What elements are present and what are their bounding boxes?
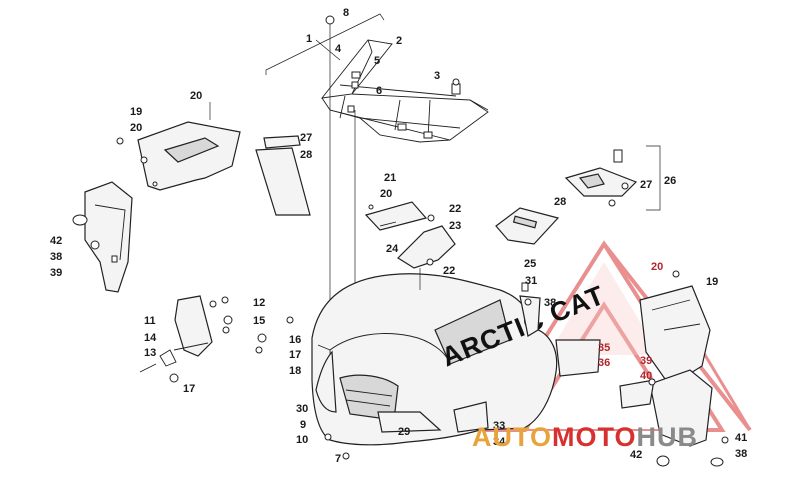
left-upper-side-panel: [116, 102, 241, 191]
callout-8: 8: [343, 7, 349, 19]
callout-14: 14: [144, 332, 157, 344]
decal-25: [495, 207, 560, 245]
callout-37: 31: [525, 275, 537, 287]
front-fender-body: ARCTIC CAT: [311, 268, 609, 460]
decal-33-34: [255, 135, 311, 216]
callout-30: 34: [493, 436, 506, 448]
fender-hardware-right: [521, 282, 532, 306]
front-rack: [320, 15, 489, 440]
bracket-lines: [265, 13, 661, 211]
watermark-auto: AUTO: [472, 422, 552, 452]
callout-34: 28: [300, 149, 312, 161]
callout-29: 33: [493, 420, 505, 432]
callout-24: 24: [386, 243, 399, 255]
callout-6: 6: [376, 85, 382, 97]
callout-11: 11: [144, 315, 156, 327]
callout-22-a: 22: [449, 203, 461, 215]
callout-20-c: 20: [380, 188, 392, 200]
callout-31: 35: [598, 342, 610, 354]
callout-15: 15: [253, 315, 265, 327]
callout-39-b: 39: [640, 355, 652, 367]
callout-38-c: 38: [735, 448, 747, 460]
callout-7: 7: [335, 453, 341, 465]
callout-18: 18: [289, 365, 301, 377]
callout-42-b: 42: [630, 449, 642, 461]
left-bracket-assembly: [139, 295, 294, 383]
callout-22-b: 22: [443, 265, 455, 277]
callout-19-a: 19: [130, 106, 142, 118]
callout-20-d: 20: [651, 261, 663, 273]
callout-21: 21: [384, 172, 396, 184]
headlight-pod: [564, 149, 638, 207]
decal-21: [364, 201, 428, 231]
callout-20-a: 20: [190, 90, 202, 102]
callout-9: 9: [300, 419, 306, 431]
callout-5: 5: [374, 55, 380, 67]
callout-3: 3: [434, 70, 440, 82]
callout-23: 23: [449, 220, 461, 232]
callout-39-a: 39: [50, 267, 62, 279]
callout-40: 40: [640, 370, 652, 382]
callout-2: 2: [396, 35, 402, 47]
callout-labels: 8 1 2 4 5 3 6 20 19 20 27 28 21 20 22 23…: [50, 7, 747, 465]
callout-10: 10: [296, 434, 308, 446]
callout-19-b: 19: [706, 276, 718, 288]
callout-13: 13: [144, 347, 156, 359]
callout-26: 26: [664, 175, 676, 187]
callout-41: 41: [735, 432, 747, 444]
callout-12: 12: [253, 297, 265, 309]
callout-4: 4: [335, 43, 342, 55]
svg-text:AUTOMOTOHUB: AUTOMOTOHUB: [472, 422, 698, 452]
right-fender-assembly: [555, 270, 729, 467]
callout-16: 16: [289, 334, 301, 346]
storage-lid: [397, 214, 456, 269]
watermark-moto: MOTO: [552, 422, 637, 452]
callout-1: 1: [306, 33, 312, 45]
callout-17-a: 17: [289, 349, 301, 361]
callout-32: 36: [598, 357, 610, 369]
callout-17-b: 17: [183, 383, 195, 395]
callout-38-b: 38: [50, 251, 62, 263]
callout-33: 27: [300, 132, 312, 144]
watermark-hub: HUB: [637, 422, 699, 452]
callout-35: 29: [398, 426, 410, 438]
watermark-logo: AUTOMOTOHUB: [472, 422, 698, 452]
callout-42-a: 42: [50, 235, 62, 247]
callout-38-a: 38: [544, 297, 556, 309]
callout-27: 27: [640, 179, 652, 191]
left-fender-splash: [72, 181, 133, 293]
callout-28: 28: [554, 196, 566, 208]
callout-20-b: 20: [130, 122, 142, 134]
callout-25: 25: [524, 258, 536, 270]
callout-36: 30: [296, 403, 308, 415]
